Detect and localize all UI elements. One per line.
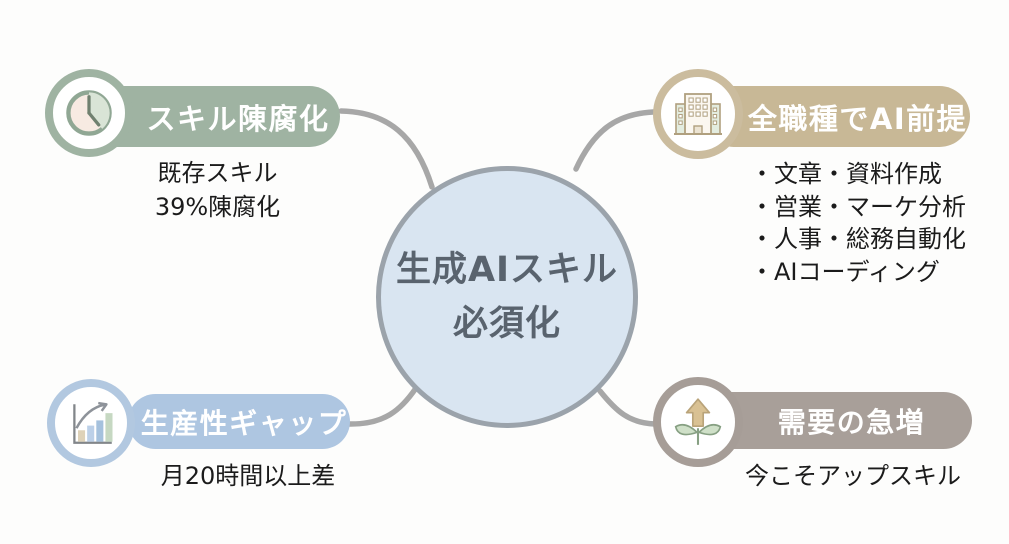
branch-bullet-list-ai-in-all-jobs: ・文章・資料作成 ・営業・マーケ分析 ・人事・総務自動化 ・AIコーディング [750,158,966,288]
building-icon [674,93,722,135]
central-topic: 生成AIスキル 必須化 [376,166,638,428]
branch-note-skill-obsolescence: 既存スキル 39%陳腐化 [120,156,315,224]
bullet-item: ・文章・資料作成 [750,160,942,188]
connector-top-right [573,109,656,172]
note-line: 39%陳腐化 [154,193,281,221]
branch-note-productivity-gap: 月20時間以上差 [148,459,348,493]
branch-note-demand-surge: 今こそアップスキル [745,459,961,493]
central-topic-line2: 必須化 [452,304,561,344]
note-line: 今こそアップスキル [745,462,961,490]
bullet-item: ・営業・マーケ分析 [750,192,966,221]
icon-badge-skill-obsolescence [45,69,133,157]
central-topic-line1: 生成AIスキル [395,249,619,290]
icon-badge-demand-surge [653,377,743,467]
clock-icon [66,90,112,136]
bullet-item: ・AIコーディング [750,257,940,286]
branch-title-ai-in-all-jobs: 全職種でAI前提 [703,86,970,147]
bar-chart-icon [73,401,113,444]
branch-title-demand-surge: 需要の急増 [703,392,972,449]
connector-top-left [338,108,435,190]
icon-badge-productivity-gap [47,379,135,467]
note-line: 既存スキル [157,159,278,187]
icon-badge-ai-in-all-jobs [653,69,743,159]
sprout-icon [674,398,722,445]
bullet-item: ・人事・総務自動化 [750,225,966,253]
connector-bottom-left [345,385,419,427]
connector-bottom-right [597,388,658,427]
note-line: 月20時間以上差 [160,462,336,490]
branch-title-productivity-gap: 生産性ギャップ [128,394,350,449]
